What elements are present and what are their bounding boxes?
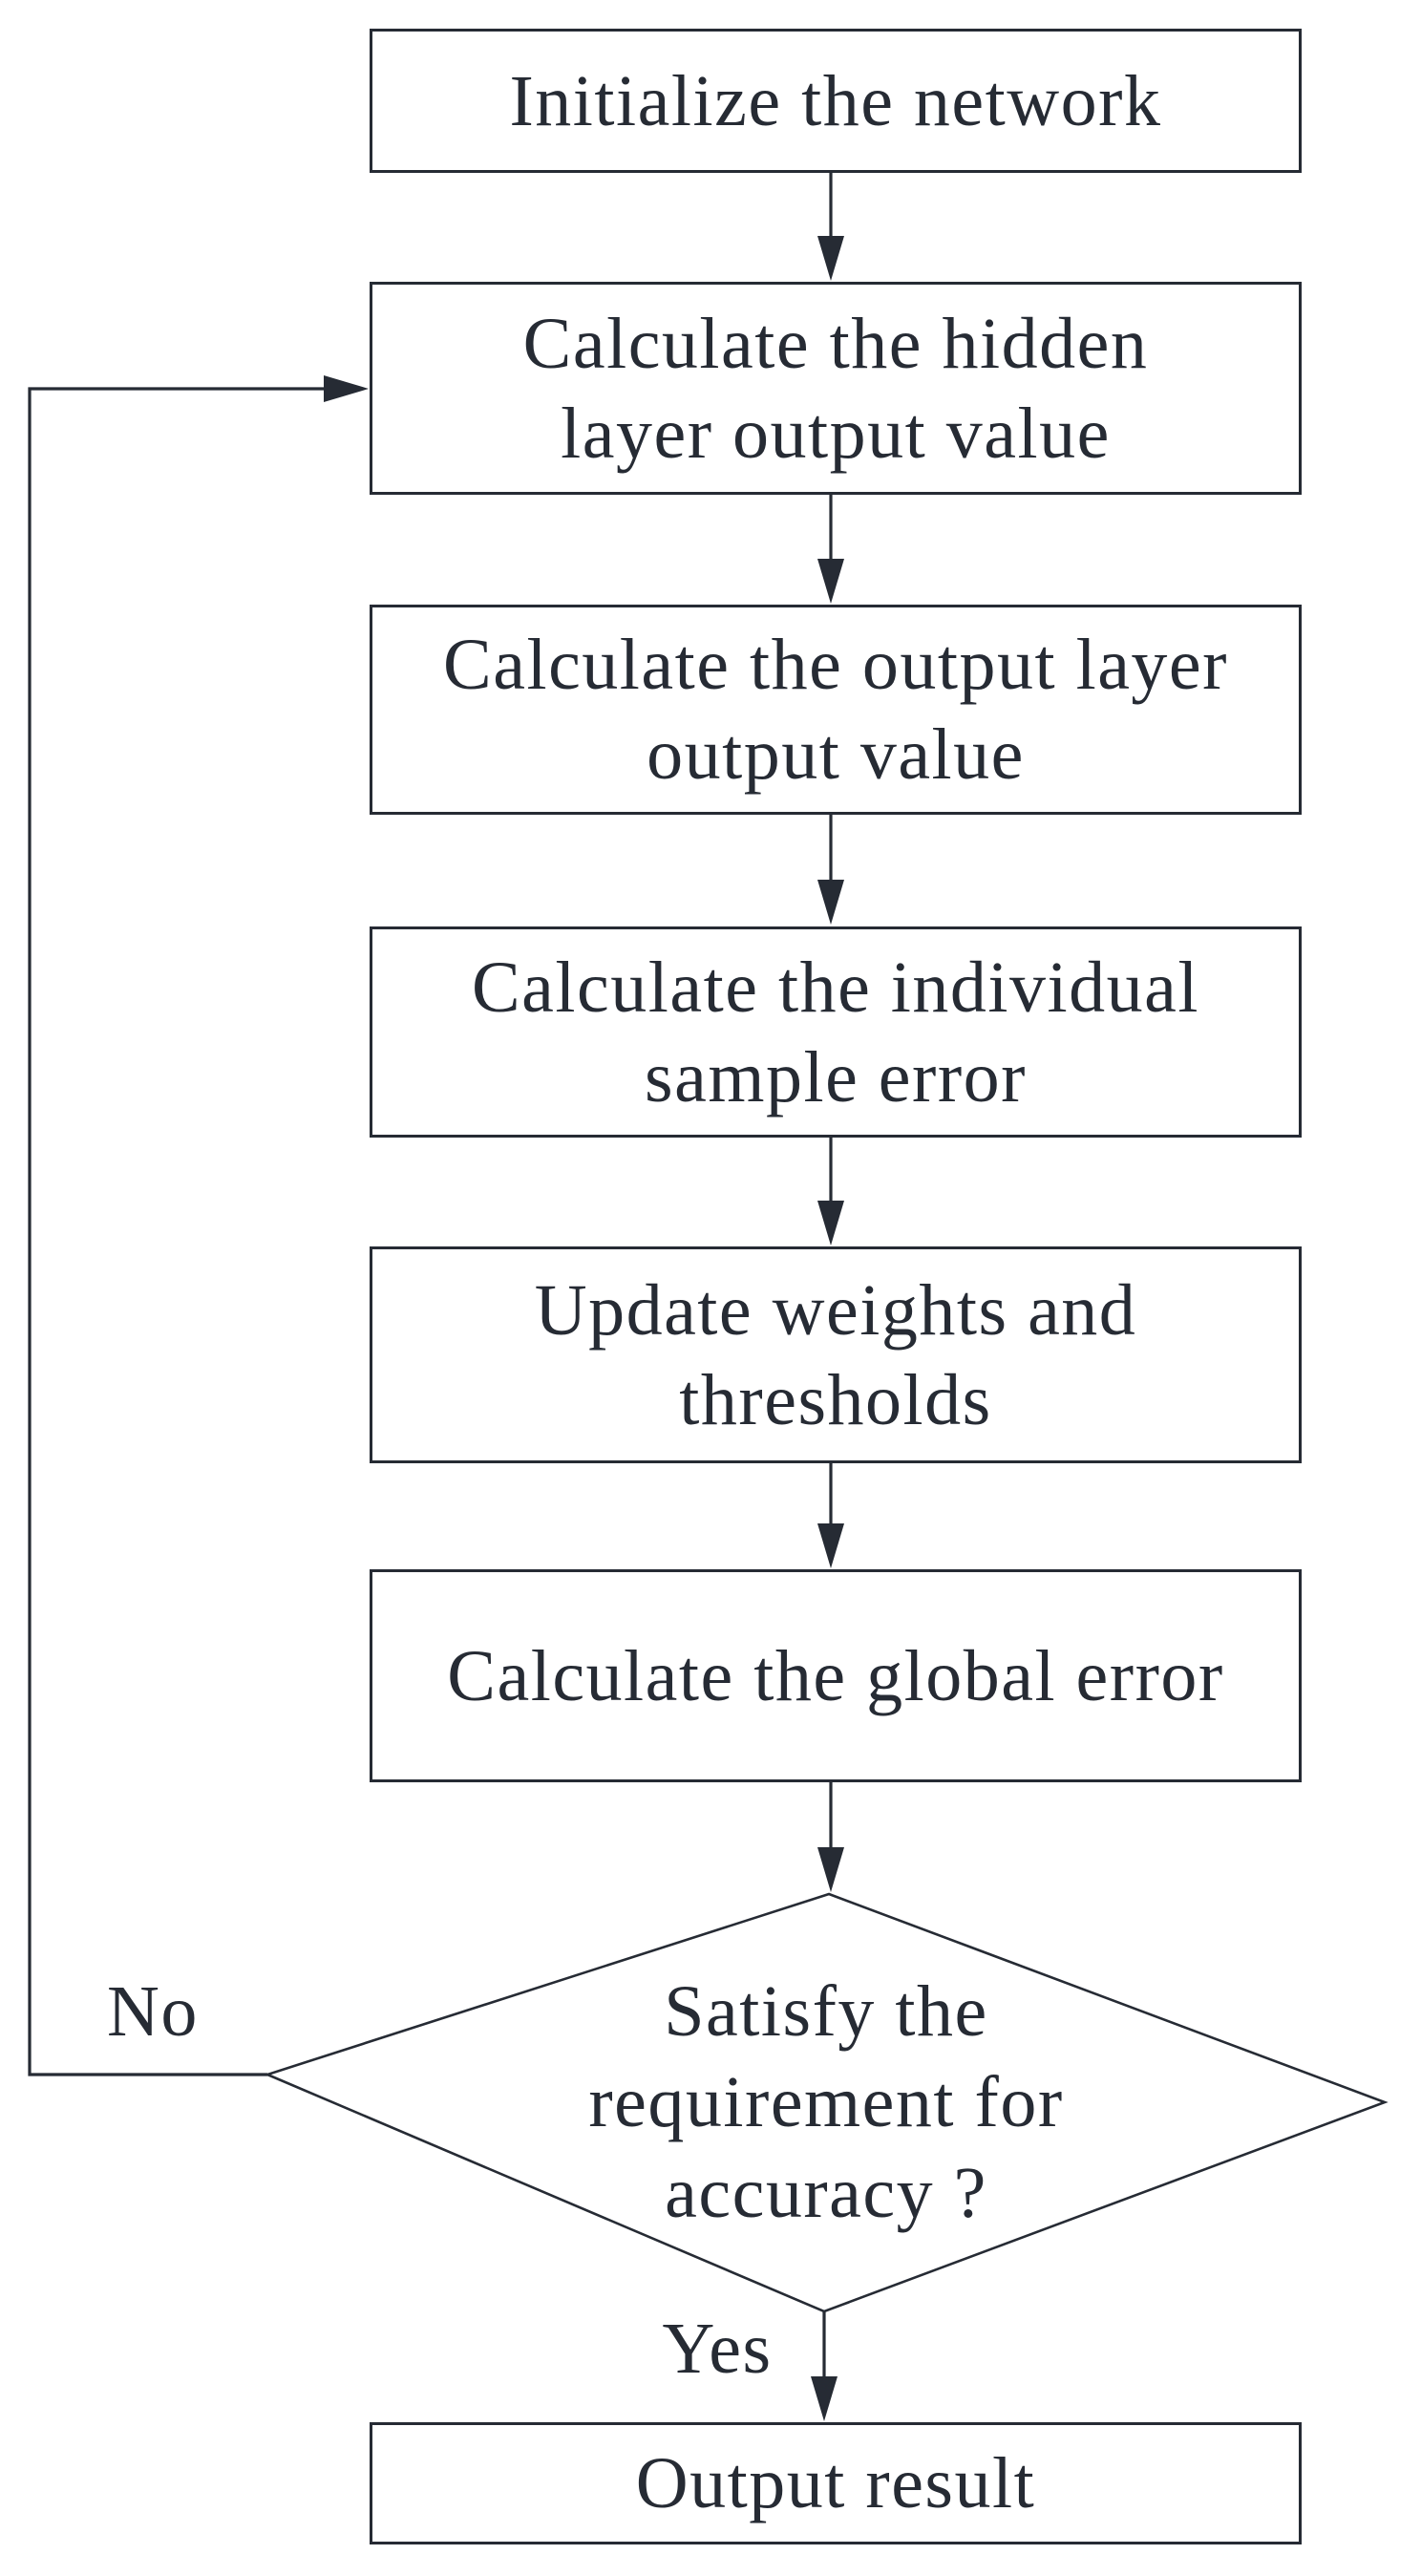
node-initialize-network: Initialize the network [370, 29, 1302, 173]
arrowhead-to-global [817, 1523, 844, 1568]
node-text: requirement for [588, 2062, 1064, 2142]
arrowhead-to-decision [817, 1847, 844, 1892]
node-text: accuracy ? [665, 2153, 987, 2233]
node-hidden-layer-output: Calculate the hidden layer output value [370, 282, 1302, 495]
node-text: Calculate the hidden [522, 303, 1149, 384]
arrowhead-to-hidden [817, 236, 844, 281]
node-text: Calculate the global error [447, 1635, 1224, 1716]
node-text: Satisfy the [664, 1971, 988, 2052]
node-text: layer output value [561, 393, 1111, 474]
edge-label-no: No [107, 1970, 199, 2052]
arrowhead-to-update [817, 1201, 844, 1245]
no-loop-edge [28, 387, 326, 2076]
node-individual-sample-error: Calculate the individual sample error [370, 926, 1302, 1138]
node-text: Output result [635, 2443, 1036, 2523]
node-text: sample error [645, 1036, 1027, 1118]
node-accuracy-decision: Satisfy the requirement for accuracy ? [267, 1894, 1385, 2311]
node-text: Calculate the output layer [443, 625, 1228, 705]
edge-label-yes: Yes [662, 2308, 773, 2389]
node-update-weights-thresholds: Update weights and thresholds [370, 1246, 1302, 1463]
node-text: output value [647, 714, 1025, 795]
arrowhead-no-loop [324, 375, 369, 402]
node-text: Calculate the individual [471, 947, 1199, 1028]
arrowhead-to-sample [817, 880, 844, 925]
node-global-error: Calculate the global error [370, 1569, 1302, 1782]
decision-diamond [264, 1892, 1389, 2313]
node-output-result: Output result [370, 2422, 1302, 2544]
arrowhead-to-outlayer [817, 559, 844, 604]
node-text: Update weights and [534, 1269, 1137, 1351]
node-output-layer-output: Calculate the output layer output value [370, 605, 1302, 815]
arrowhead-to-result [811, 2376, 838, 2421]
node-text: thresholds [679, 1359, 992, 1440]
node-text: Initialize the network [509, 60, 1162, 141]
